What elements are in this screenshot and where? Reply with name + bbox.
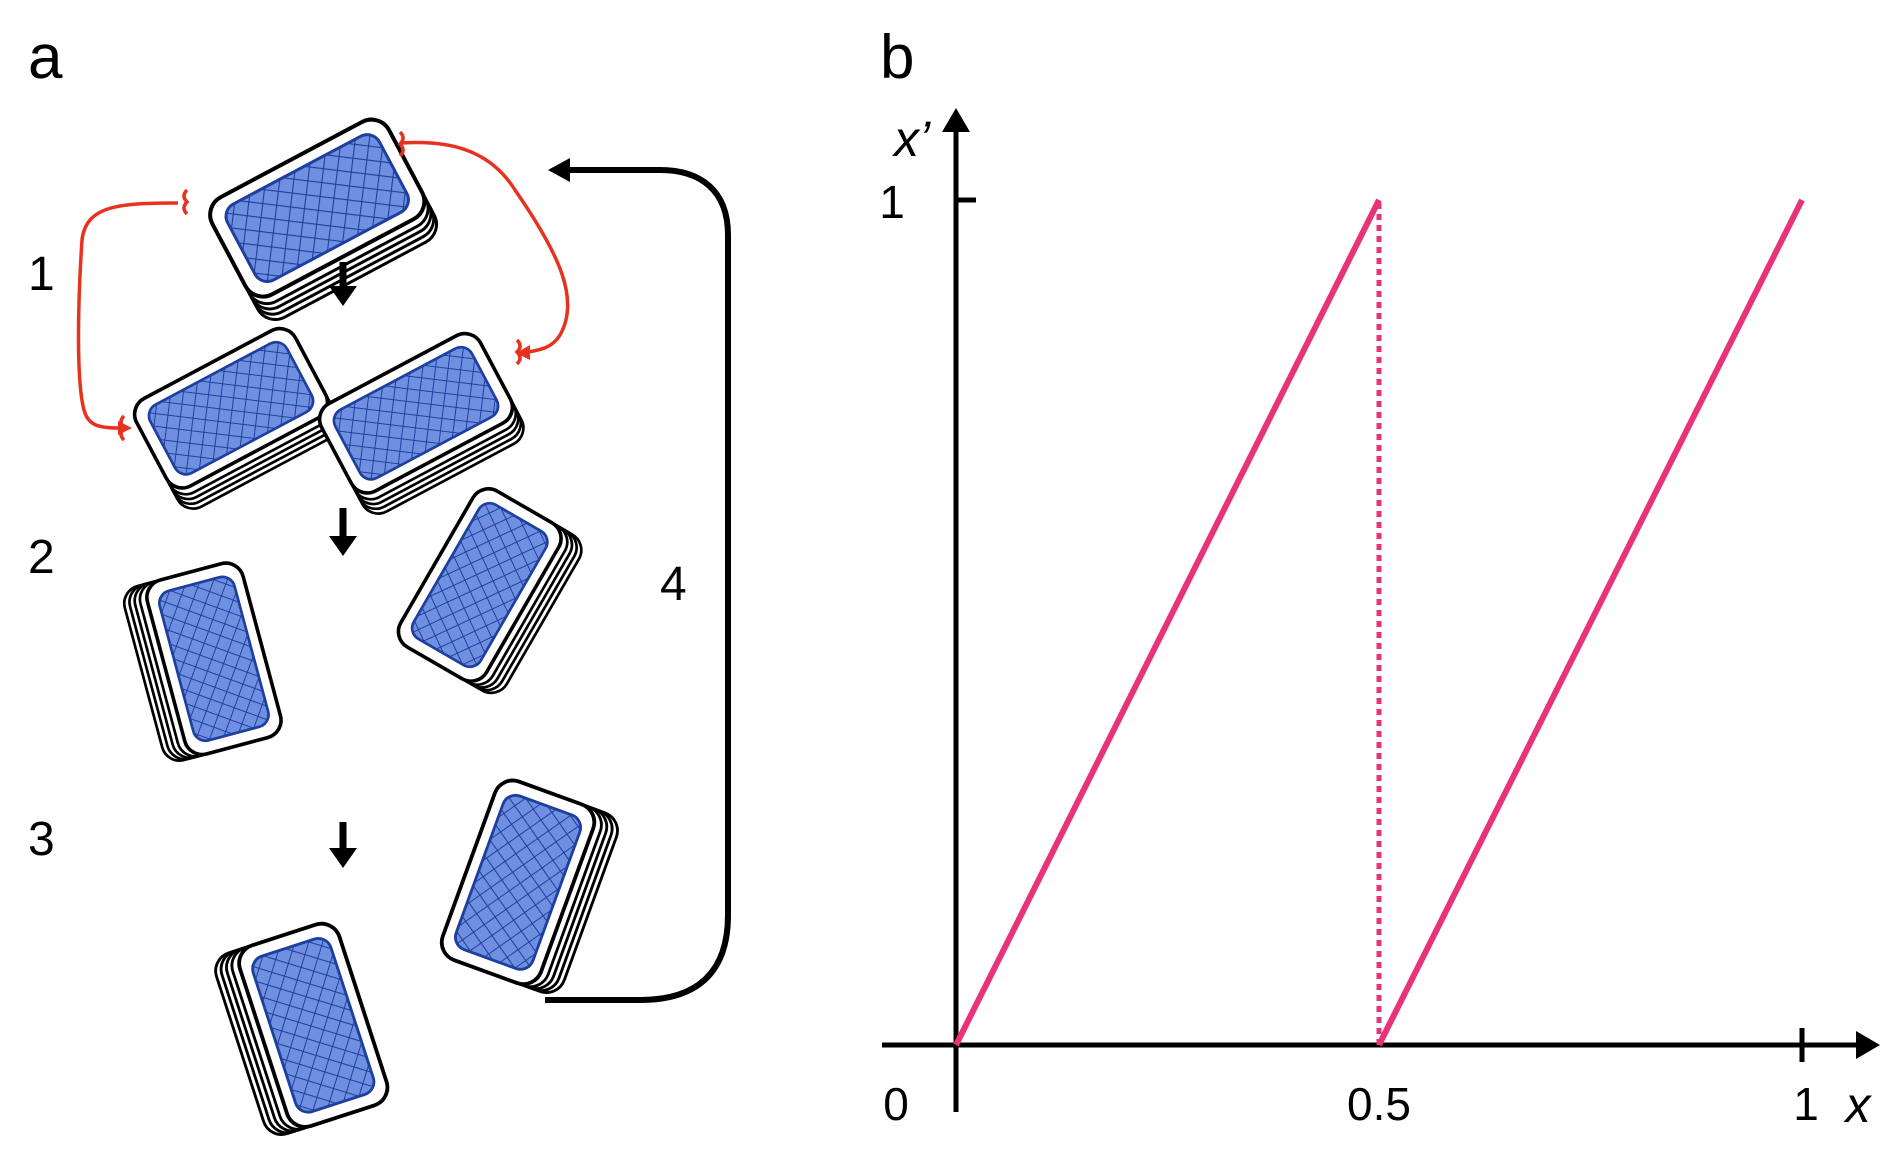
panel-a-letter: a xyxy=(28,23,63,92)
x-axis-arrowhead-icon xyxy=(1856,1031,1880,1059)
cut-arrow-right-icon xyxy=(397,130,570,366)
x-tick-label-1: 1 xyxy=(1793,1078,1819,1130)
panel-b: b 0 0.5 1 1 x x’ xyxy=(879,23,1880,1133)
step-label-3: 3 xyxy=(28,813,55,866)
card-deck-interleaved-back xyxy=(208,916,395,1142)
x-tick-label-0.5: 0.5 xyxy=(1347,1078,1411,1130)
panel-a: a 1 2 3 xyxy=(28,23,731,1142)
panel-b-letter: b xyxy=(880,23,914,92)
x-tick-label-0: 0 xyxy=(883,1078,909,1130)
down-arrow-3-icon xyxy=(329,822,357,868)
series-line-1 xyxy=(953,198,1382,1047)
card-deck-full xyxy=(203,113,443,327)
down-arrow-1-icon xyxy=(329,262,357,306)
y-tick-label-1: 1 xyxy=(879,176,905,228)
step-label-2: 2 xyxy=(28,531,55,584)
y-axis-label: x’ xyxy=(892,111,931,167)
card-deck-half-left xyxy=(126,320,347,517)
series-line-2 xyxy=(1376,198,1805,1047)
card-deck-spread-left xyxy=(118,557,287,767)
repeat-loop-arrow-icon xyxy=(545,158,731,1003)
y-axis-arrowhead-icon xyxy=(942,108,970,132)
step-label-4: 4 xyxy=(660,558,687,611)
card-deck-spread-right xyxy=(390,480,590,702)
card-deck-interleaved-front xyxy=(434,773,625,1000)
down-arrow-2-icon xyxy=(329,508,357,556)
x-axis-label: x xyxy=(1844,1077,1873,1133)
cut-arrow-left-icon xyxy=(76,188,190,442)
step-label-1: 1 xyxy=(28,248,55,301)
plot-area: 0 0.5 1 1 x x’ xyxy=(879,108,1880,1133)
